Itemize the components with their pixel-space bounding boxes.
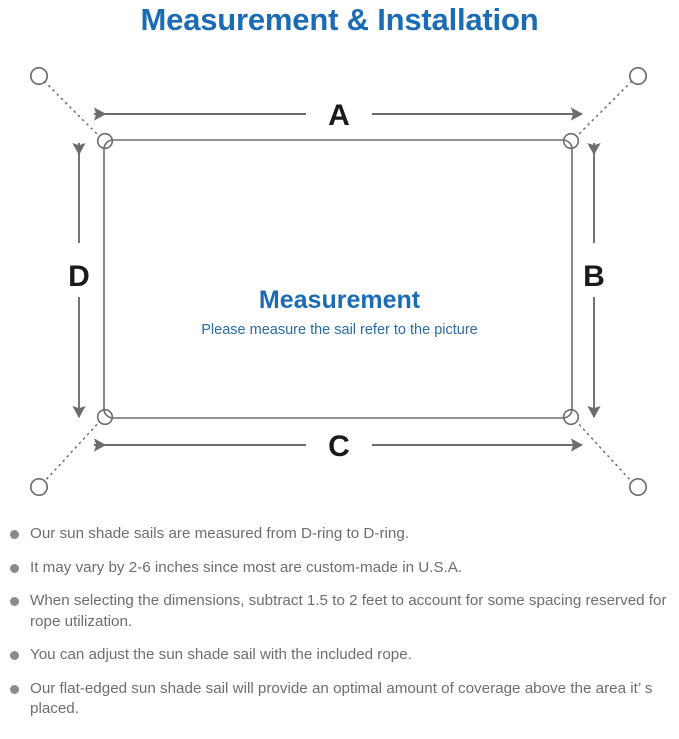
dimension-c: C	[94, 430, 584, 463]
dimension-c-label: C	[328, 430, 350, 463]
dimension-a: A	[94, 99, 584, 132]
bullet-icon	[10, 563, 19, 573]
note-text: When selecting the dimensions, subtract …	[30, 592, 667, 630]
note-text: It may vary by 2-6 inches since most are…	[30, 558, 463, 576]
sail-measurement-diagram: A C D B Measurement Please	[0, 45, 679, 515]
dimension-a-label: A	[328, 99, 350, 132]
d-ring-bottom-right	[562, 408, 580, 426]
page-title: Measurement & Installation	[140, 2, 539, 37]
dimension-b: B	[583, 143, 605, 419]
rope-bottom-right	[574, 419, 633, 483]
dimension-b-label: B	[583, 260, 605, 293]
dimension-d-label: D	[68, 260, 90, 293]
anchor-ring-bottom-left	[29, 477, 49, 497]
list-item: It may vary by 2-6 inches since most are…	[0, 558, 679, 579]
bullet-icon	[10, 651, 19, 660]
note-text: Our sun shade sails are measured from D-…	[30, 525, 409, 542]
d-ring-bottom-left	[96, 408, 114, 426]
anchor-rings	[29, 66, 648, 497]
note-text: Our flat-edged sun shade sail will provi…	[30, 679, 653, 718]
list-item: You can adjust the sun shade sail with t…	[0, 645, 679, 666]
anchor-ring-bottom-right	[628, 477, 648, 497]
list-item: Our flat-edged sun shade sail will provi…	[0, 679, 679, 720]
d-ring-top-left	[96, 132, 114, 150]
rope-bottom-left	[43, 419, 102, 483]
note-text: You can adjust the sun shade sail with t…	[30, 646, 412, 663]
anchor-ring-top-right	[628, 66, 648, 86]
d-rings	[96, 132, 580, 426]
sail-corner-arcs	[103, 139, 573, 419]
rope-lines	[43, 80, 633, 483]
sail-outline	[103, 139, 573, 419]
list-item: Our sun shade sails are measured from D-…	[0, 524, 679, 545]
notes-list: Our sun shade sails are measured from D-…	[0, 524, 679, 733]
dimension-d: D	[68, 143, 90, 419]
d-ring-top-right	[562, 132, 580, 150]
bullet-icon	[10, 684, 19, 694]
list-item: When selecting the dimensions, subtract …	[0, 591, 679, 632]
bullet-icon	[10, 597, 19, 606]
bullet-icon	[10, 530, 19, 539]
rope-top-left	[43, 80, 102, 139]
rope-top-right	[574, 80, 633, 139]
anchor-ring-top-left	[29, 66, 49, 86]
